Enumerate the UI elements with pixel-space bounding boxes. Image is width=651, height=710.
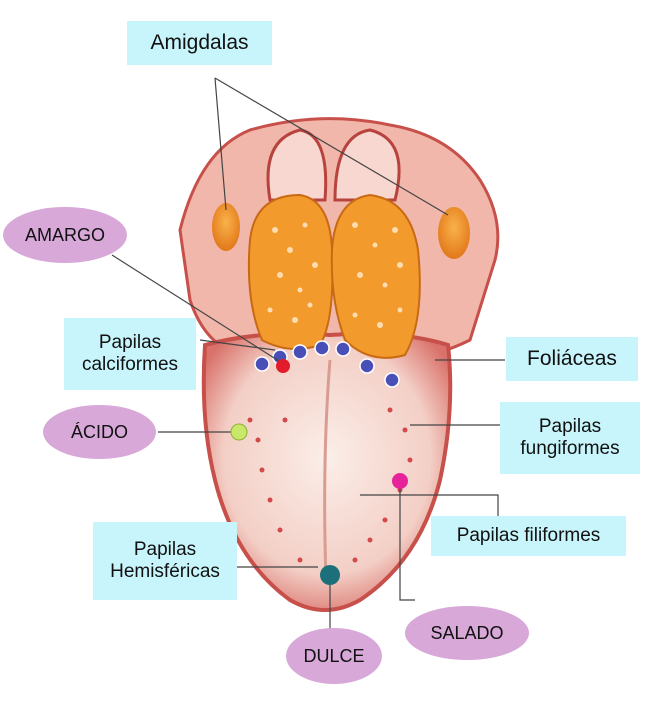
tonsil-left — [212, 203, 240, 251]
dulce-dot — [320, 565, 340, 585]
tonsil-right — [438, 207, 470, 259]
taste-dulce: DULCE — [286, 628, 382, 684]
label-papilas-hemisfericas: Papilas Hemisféricas — [93, 522, 237, 600]
lingual-glands — [247, 193, 421, 359]
label-foliaceas: Foliáceas — [506, 337, 638, 381]
amargo-dot — [276, 359, 290, 373]
taste-salado: SALADO — [405, 606, 529, 660]
salado-dot — [392, 473, 408, 489]
calciform-papillae — [254, 340, 400, 388]
label-papilas-calciformes: Papilas calciformes — [64, 318, 196, 390]
label-papilas-filiformes: Papilas filiformes — [431, 516, 626, 556]
acido-dot — [230, 423, 248, 441]
taste-acido: ÁCIDO — [43, 405, 156, 459]
label-papilas-fungiformes: Papilas fungiformes — [500, 402, 640, 474]
taste-amargo: AMARGO — [3, 207, 127, 263]
fungiform-dots — [247, 407, 413, 563]
median-groove — [323, 359, 332, 581]
label-amigdalas: Amigdalas — [127, 21, 272, 65]
leader-lines — [111, 77, 505, 630]
